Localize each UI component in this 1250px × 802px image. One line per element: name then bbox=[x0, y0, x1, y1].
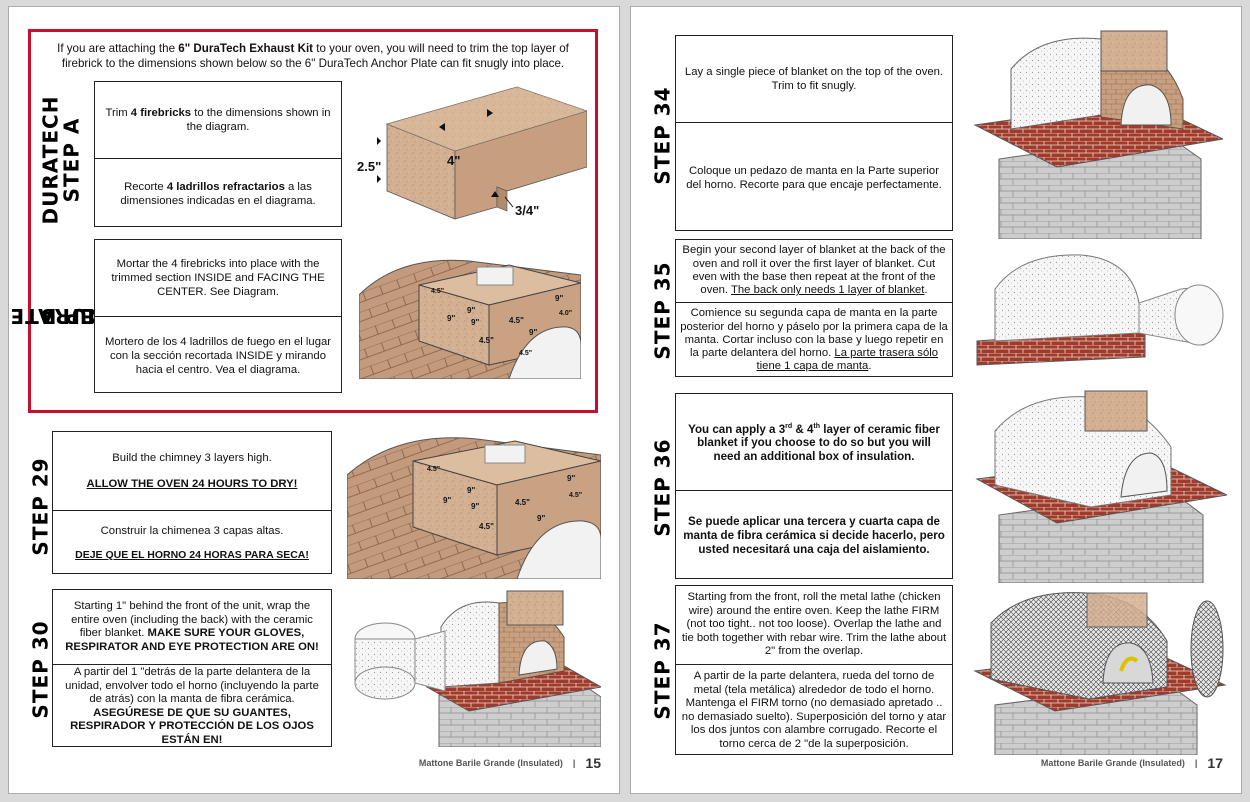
step-36-box: You can apply a 3rd & 4th layer of ceram… bbox=[675, 393, 953, 579]
footer-title: Mattone Barile Grande (Insulated) bbox=[418, 758, 563, 768]
step-37-spanish: A partir de la parte delantera, rueda de… bbox=[676, 664, 952, 756]
c-dim-5: 4.5" bbox=[515, 498, 530, 507]
c-dim-9: 4.5" bbox=[569, 492, 582, 499]
intro-text-2: to your oven, you will need to trim the … bbox=[61, 42, 569, 70]
c-dim-6: 9" bbox=[537, 514, 545, 523]
second-blanket-layer-diagram bbox=[976, 254, 1224, 366]
step-29-english: Build the chimney 3 layers high. ALLOW T… bbox=[86, 452, 298, 490]
b-dim-3: 9" bbox=[447, 314, 455, 323]
b-dim-6: 9" bbox=[529, 328, 537, 337]
step-34-english: Lay a single piece of blanket on the top… bbox=[684, 66, 944, 92]
step-34-spanish: Coloque un pedazo de manta en la Parte s… bbox=[676, 122, 952, 232]
b-dim-8: 9" bbox=[471, 318, 479, 327]
b-dim-2: 9" bbox=[467, 306, 475, 315]
duratech-intro: If you are attaching the 6" DuraTech Exh… bbox=[39, 41, 587, 71]
dim-4: 4" bbox=[447, 153, 460, 168]
step-30-box: Starting 1" behind the front of the unit… bbox=[52, 589, 332, 747]
step-36-english: You can apply a 3rd & 4th layer of ceram… bbox=[688, 422, 940, 464]
step-37-box: Starting from the front, roll the metal … bbox=[675, 585, 953, 755]
step-37-english: Starting from the front, roll the metal … bbox=[681, 591, 947, 658]
trimmed-firebrick-diagram: 2.5" 4" 3/4" bbox=[357, 86, 587, 220]
c-dim-1: 4.5" bbox=[427, 466, 440, 473]
step-b-box: Mortar the 4 firebricks into place with … bbox=[94, 239, 342, 393]
metal-lathe-diagram bbox=[973, 592, 1227, 755]
dim-3-4: 3/4" bbox=[515, 203, 539, 218]
b-dim-7: 4.5" bbox=[479, 336, 494, 345]
intro-kit-name: 6" DuraTech Exhaust Kit bbox=[178, 42, 314, 55]
chimney-diagram: 4.5" 9" 9" 9" 4.5" 9" 4.5" 9" 4.5" bbox=[347, 437, 601, 579]
footer-left: Mattone Barile Grande (Insulated) | 15 bbox=[418, 755, 601, 771]
footer-right: Mattone Barile Grande (Insulated) | 17 bbox=[1040, 755, 1223, 771]
page-number: 15 bbox=[585, 755, 601, 771]
step-b-spanish: Mortero de los 4 ladrillos de fuego en e… bbox=[95, 316, 341, 394]
step-a-box: Trim 4 firebricks to the dimensions show… bbox=[94, 81, 342, 227]
dim-2-5: 2.5" bbox=[357, 159, 381, 174]
step-30-spanish: A partir del 1 "detrás de la parte delan… bbox=[53, 664, 331, 748]
step-36-spanish: Se puede aplicar una tercera y cuarta ca… bbox=[676, 490, 952, 580]
footer-title: Mattone Barile Grande (Insulated) bbox=[1040, 758, 1185, 768]
c-dim-2: 9" bbox=[467, 486, 475, 495]
c-dim-7: 4.5" bbox=[479, 522, 494, 531]
step-b-english: Mortar the 4 firebricks into place with … bbox=[111, 258, 325, 298]
c-dim-3: 9" bbox=[443, 496, 451, 505]
blanket-top-diagram bbox=[973, 30, 1223, 239]
step-34-box: Lay a single piece of blanket on the top… bbox=[675, 35, 953, 231]
page-17: STEP 34 Lay a single piece of blanket on… bbox=[630, 6, 1242, 794]
step-a-spanish: Recorte 4 ladrillos refractarios a las d… bbox=[95, 158, 341, 228]
step-29-spanish: Construir la chimenea 3 capas altas. DEJ… bbox=[53, 510, 331, 575]
duratech-frame bbox=[28, 29, 598, 413]
step-29-box: Build the chimney 3 layers high. ALLOW T… bbox=[52, 431, 332, 574]
b-dim-5: 4.5" bbox=[509, 316, 524, 325]
page-number: 17 bbox=[1207, 755, 1223, 771]
step-35-spanish: Comience su segunda capa de manta en la … bbox=[676, 302, 952, 378]
step-35-box: Begin your second layer of blanket at th… bbox=[675, 239, 953, 377]
b-dim-1: 4.5" bbox=[431, 288, 444, 295]
b-dim-10: 4.5" bbox=[519, 350, 532, 357]
step-35-english: Begin your second layer of blanket at th… bbox=[682, 244, 946, 297]
c-dim-4: 9" bbox=[567, 474, 575, 483]
c-dim-8: 9" bbox=[471, 502, 479, 511]
b-dim-9: 4.0" bbox=[559, 310, 572, 317]
step-30-english: Starting 1" behind the front of the unit… bbox=[65, 600, 319, 653]
b-dim-4: 9" bbox=[555, 294, 563, 303]
third-layer-diagram bbox=[975, 390, 1227, 583]
blanket-wrap-diagram bbox=[354, 590, 601, 747]
step-a-english: Trim 4 firebricks to the dimensions show… bbox=[105, 107, 331, 133]
page-15: If you are attaching the 6" DuraTech Exh… bbox=[8, 6, 620, 794]
firebrick-placement-diagram: 4.5" 9" 9" 9" 4.5" 9" 4.5" 9" 4.0" 4.5" bbox=[359, 259, 581, 379]
intro-text: If you are attaching the bbox=[57, 42, 179, 55]
